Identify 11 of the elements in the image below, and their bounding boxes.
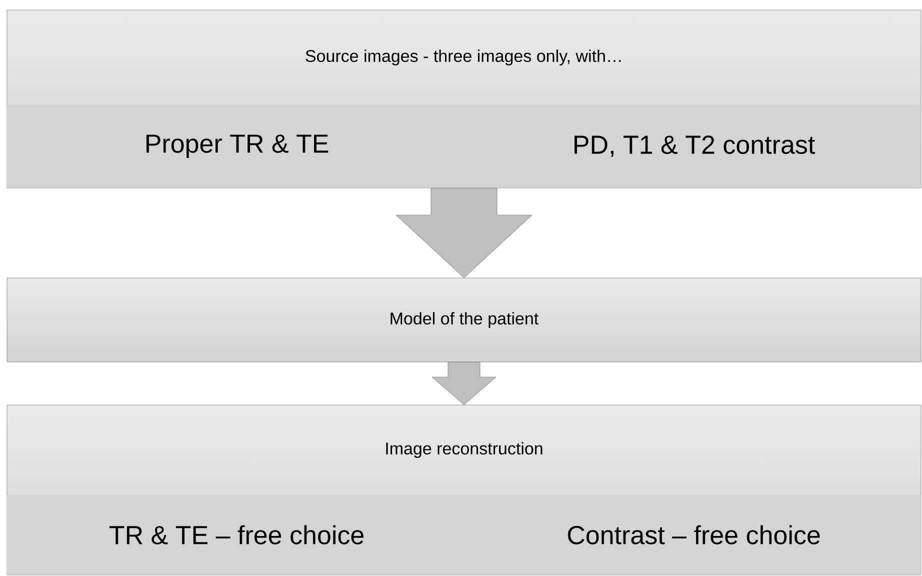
- cell: PD, T1 & T2 contrast: [466, 104, 921, 188]
- cell: Proper TR & TE: [6, 104, 467, 188]
- cell: Contrast – free choice: [466, 494, 921, 575]
- process-box: Model of the patient: [6, 278, 922, 362]
- block-arrow: [432, 362, 496, 405]
- node-label: TR & TE – free choice: [110, 525, 364, 544]
- cell: TR & TE – free choice: [6, 494, 467, 575]
- node-label: Proper TR & TE: [146, 134, 328, 158]
- node-label: PD, T1 & T2 contrast: [574, 136, 815, 158]
- node-label: Contrast – free choice: [568, 525, 820, 544]
- block-arrow: [396, 188, 532, 278]
